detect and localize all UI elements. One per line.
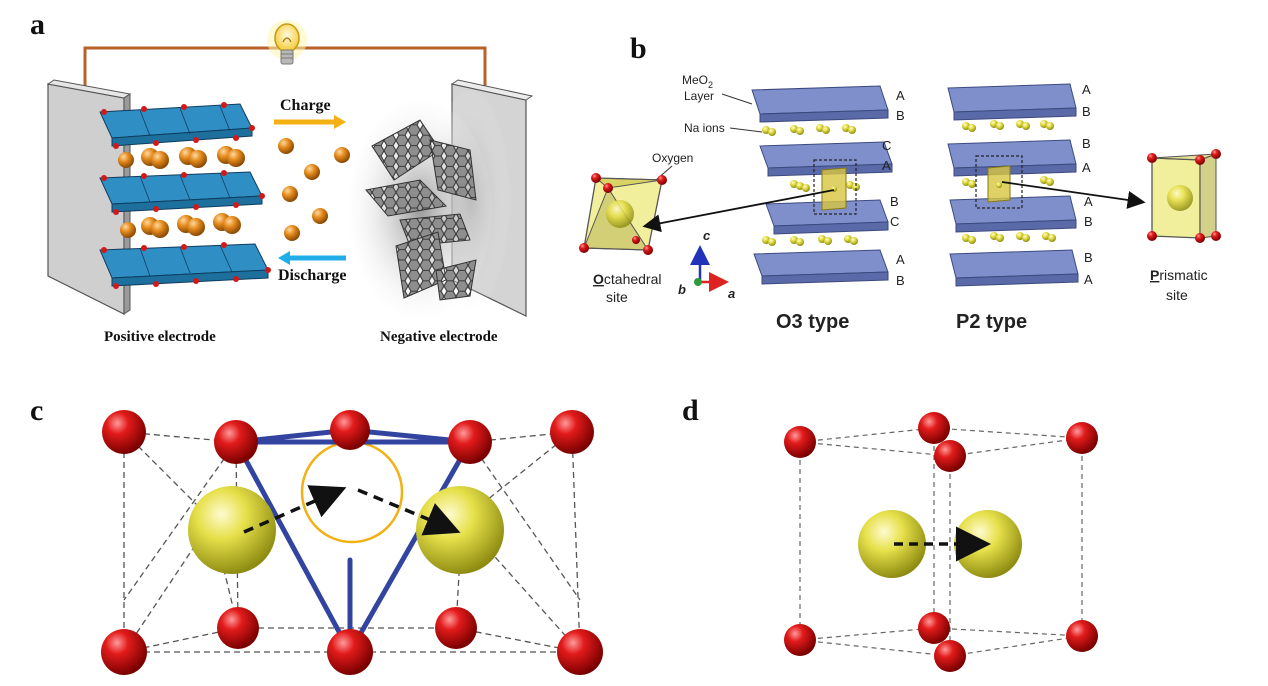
svg-text:B: B <box>1082 104 1091 119</box>
svg-text:B: B <box>896 273 905 288</box>
oxygen-atom <box>327 629 373 675</box>
oxygen-atom <box>784 426 816 458</box>
oxygen-atom <box>918 612 950 644</box>
o3-layer <box>753 249 889 285</box>
prismatic-site-polyhedron <box>1147 149 1221 243</box>
discharge-label: Discharge <box>278 267 346 284</box>
axis-a-label: a <box>728 286 735 301</box>
axis-c-label: c <box>703 228 711 243</box>
panel-c-migration-path <box>243 485 461 536</box>
p2-to-prismatic-arrow <box>1001 181 1146 209</box>
positive-electrode-label: Positive electrode <box>104 329 216 345</box>
oxygen-atom <box>435 607 477 649</box>
discharge-arrow <box>278 251 346 265</box>
cathode-na-ions <box>118 146 245 238</box>
o3-title: O3 type <box>776 311 849 333</box>
panel-c-oxygen-atoms <box>101 410 603 675</box>
oxygen-atom <box>557 629 603 675</box>
svg-text:A: A <box>1084 194 1093 209</box>
p2-layer <box>947 139 1077 177</box>
p2-na-rows <box>962 120 1056 244</box>
na-atom-left <box>188 486 276 574</box>
o3-structure <box>751 85 893 285</box>
svg-text:A: A <box>1082 160 1091 175</box>
svg-text:B: B <box>1082 136 1091 151</box>
oxygen-atom <box>214 420 258 464</box>
oxygen-atom <box>102 410 146 454</box>
na-atom-right <box>416 486 504 574</box>
oxygen-atom <box>934 640 966 672</box>
meo2-leader-line <box>721 93 753 105</box>
prismatic-site-word: site <box>1166 287 1188 303</box>
o3-na-rows <box>762 124 860 246</box>
svg-text:C: C <box>882 138 891 153</box>
octahedral-site-polyhedron <box>579 173 667 255</box>
na-ions-leader-line <box>729 127 763 133</box>
oxygen-atom <box>1066 620 1098 652</box>
cathode-octahedra-layers <box>99 102 271 289</box>
octahedral-site-label: Octahedral <box>593 271 661 287</box>
vacant-interstitial-site <box>300 440 404 544</box>
hard-carbon-flakes <box>348 100 492 320</box>
svg-text:A: A <box>1082 82 1091 97</box>
oxygen-atom <box>448 420 492 464</box>
panel-b-letter: b <box>630 32 647 65</box>
svg-text:B: B <box>890 194 899 209</box>
p2-layer <box>949 195 1077 233</box>
svg-text:A: A <box>896 252 905 267</box>
o3-layer <box>765 199 889 235</box>
panel-d-letter: d <box>682 394 699 427</box>
svg-text:C: C <box>890 214 899 229</box>
p2-layer <box>947 83 1077 121</box>
svg-text:B: B <box>1084 214 1093 229</box>
panel-a-letter: a <box>30 8 45 41</box>
layer-label: Layer <box>684 89 714 103</box>
o3-layer <box>751 85 889 123</box>
oxygen-atom <box>1066 422 1098 454</box>
p2-site-highlight <box>975 155 1023 209</box>
charge-arrow <box>274 115 346 129</box>
crystal-axes-icon <box>690 245 729 292</box>
svg-text:A: A <box>882 158 891 173</box>
panel-b: b MeO2 Layer Na ions Oxygen Octahedral s… <box>579 32 1221 333</box>
panel-d-oxygen-atoms <box>784 412 1098 672</box>
panel-a: a <box>30 8 534 345</box>
panel-c-na-atoms <box>188 486 504 574</box>
o3-stacking-letters: A B C A B C A B <box>882 88 905 288</box>
na-atom-left <box>858 510 926 578</box>
light-bulb-icon <box>267 20 307 65</box>
migrating-na-ions <box>278 138 350 241</box>
p2-structure <box>947 83 1079 287</box>
oxygen-atom <box>784 624 816 656</box>
panel-d: d <box>682 394 1098 672</box>
svg-text:A: A <box>896 88 905 103</box>
charge-label: Charge <box>280 97 331 114</box>
oxygen-atom <box>934 440 966 472</box>
o3-site-highlight <box>813 159 857 215</box>
panel-c-letter: c <box>30 394 43 427</box>
na-ions-label: Na ions <box>684 121 725 135</box>
oxygen-atom <box>918 412 950 444</box>
oxygen-label: Oxygen <box>652 151 693 165</box>
prismatic-site-label: Prismatic <box>1150 267 1208 283</box>
octahedral-site-word: site <box>606 289 628 305</box>
o3-to-octahedral-arrow <box>642 189 835 233</box>
oxygen-atom <box>550 410 594 454</box>
svg-text:B: B <box>1084 250 1093 265</box>
negative-electrode-label: Negative electrode <box>380 329 498 345</box>
svg-text:A: A <box>1084 272 1093 287</box>
p2-title: P2 type <box>956 311 1027 333</box>
na-atom-right <box>954 510 1022 578</box>
panel-d-dashed-framework <box>799 427 1083 657</box>
meo2-label: MeO2 <box>682 73 713 90</box>
oxygen-atom <box>330 410 370 450</box>
axis-b-label: b <box>678 282 686 297</box>
p2-layer <box>949 249 1079 287</box>
panel-c: c <box>30 394 603 675</box>
p2-stacking-letters: A B B A A B B A <box>1082 82 1093 287</box>
oxygen-atom <box>101 629 147 675</box>
oxygen-atom <box>217 607 259 649</box>
svg-text:B: B <box>896 108 905 123</box>
